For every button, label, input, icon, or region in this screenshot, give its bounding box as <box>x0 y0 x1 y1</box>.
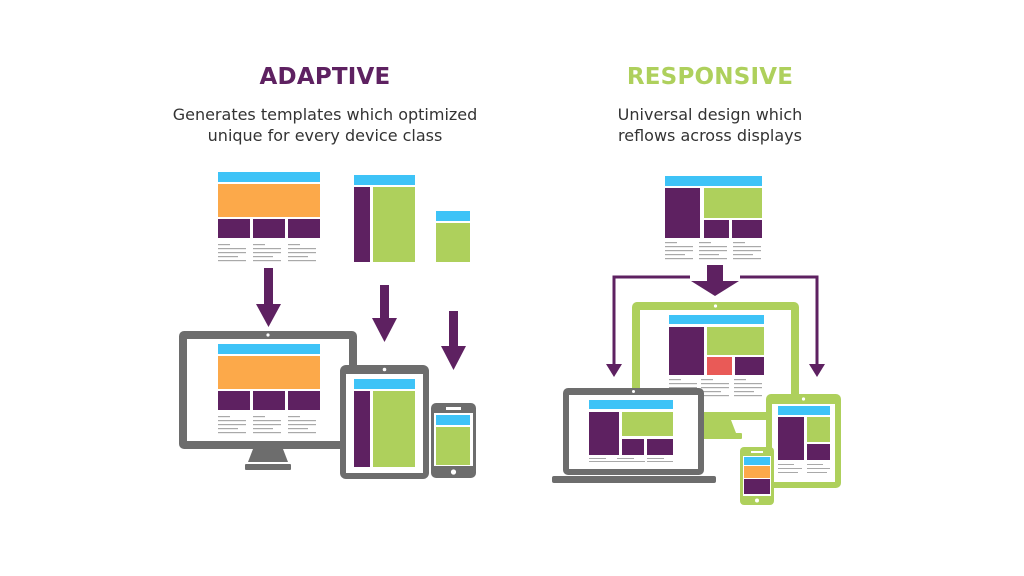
responsive-laptop <box>552 388 716 483</box>
responsive-tablet <box>766 394 841 488</box>
responsive-universal-template <box>665 176 762 260</box>
arrow-down-icon <box>372 318 397 342</box>
text-lines <box>253 244 281 262</box>
camera-dot <box>801 397 806 401</box>
content-block <box>373 187 415 262</box>
monitor-stand <box>245 464 291 470</box>
feature-block <box>704 188 762 218</box>
text-lines <box>288 244 316 262</box>
content-block <box>704 220 729 238</box>
home-button-icon <box>450 469 457 475</box>
adaptive-desktop-template <box>218 172 320 262</box>
monitor-neck <box>248 449 288 462</box>
responsive-description: Universal design which reflows across di… <box>560 104 860 146</box>
adaptive-tablet <box>340 365 429 479</box>
arrow-down-icon <box>441 346 466 370</box>
sidebar-block <box>354 187 370 262</box>
content-block <box>436 223 470 262</box>
responsive-description-line1: Universal design which <box>617 105 803 124</box>
speaker <box>446 407 461 410</box>
camera-dot <box>266 333 270 337</box>
hero-block <box>218 184 320 217</box>
content-block <box>218 219 250 238</box>
adaptive-smartphone <box>431 403 476 478</box>
camera-dot <box>382 367 387 372</box>
adaptive-tablet-template <box>354 175 415 262</box>
adaptive-title: ADAPTIVE <box>259 64 391 90</box>
header-block <box>218 172 320 182</box>
laptop-base <box>552 476 716 483</box>
responsive-title: RESPONSIVE <box>626 64 794 90</box>
responsive-description-line2: reflows across displays <box>618 126 802 145</box>
content-block <box>732 220 762 238</box>
adaptive-phone-template <box>436 211 470 262</box>
arrow-down-icon <box>809 364 825 377</box>
home-button-icon <box>755 498 759 503</box>
header-block <box>665 176 762 186</box>
speaker <box>751 451 763 453</box>
responsive-arrow-right <box>740 275 819 366</box>
header-block <box>354 175 415 185</box>
adaptive-description-line1: Generates templates which optimized <box>172 105 478 124</box>
header-block <box>436 211 470 221</box>
arrow-down-icon <box>691 281 739 296</box>
arrow-down-icon <box>606 364 622 377</box>
camera-dot <box>713 304 718 308</box>
content-block <box>253 219 285 238</box>
adaptive-desktop-monitor <box>179 331 357 470</box>
responsive-arrow-center <box>691 265 739 296</box>
adaptive-arrow-tablet <box>372 285 397 342</box>
monitor-screen <box>187 339 349 441</box>
responsive-smartphone <box>740 447 774 505</box>
adaptive-arrow-desktop <box>256 268 281 327</box>
sidebar-block <box>665 188 700 238</box>
camera-dot <box>632 390 635 393</box>
adaptive-arrow-phone <box>441 311 466 370</box>
responsive-arrow-left <box>612 275 690 366</box>
text-lines <box>218 244 246 262</box>
adaptive-description: Generates templates which optimized uniq… <box>150 104 500 146</box>
adaptive-description-line2: unique for every device class <box>207 126 443 145</box>
monitor-neck <box>695 420 736 433</box>
arrow-down-icon <box>256 304 281 327</box>
content-block <box>288 219 320 238</box>
